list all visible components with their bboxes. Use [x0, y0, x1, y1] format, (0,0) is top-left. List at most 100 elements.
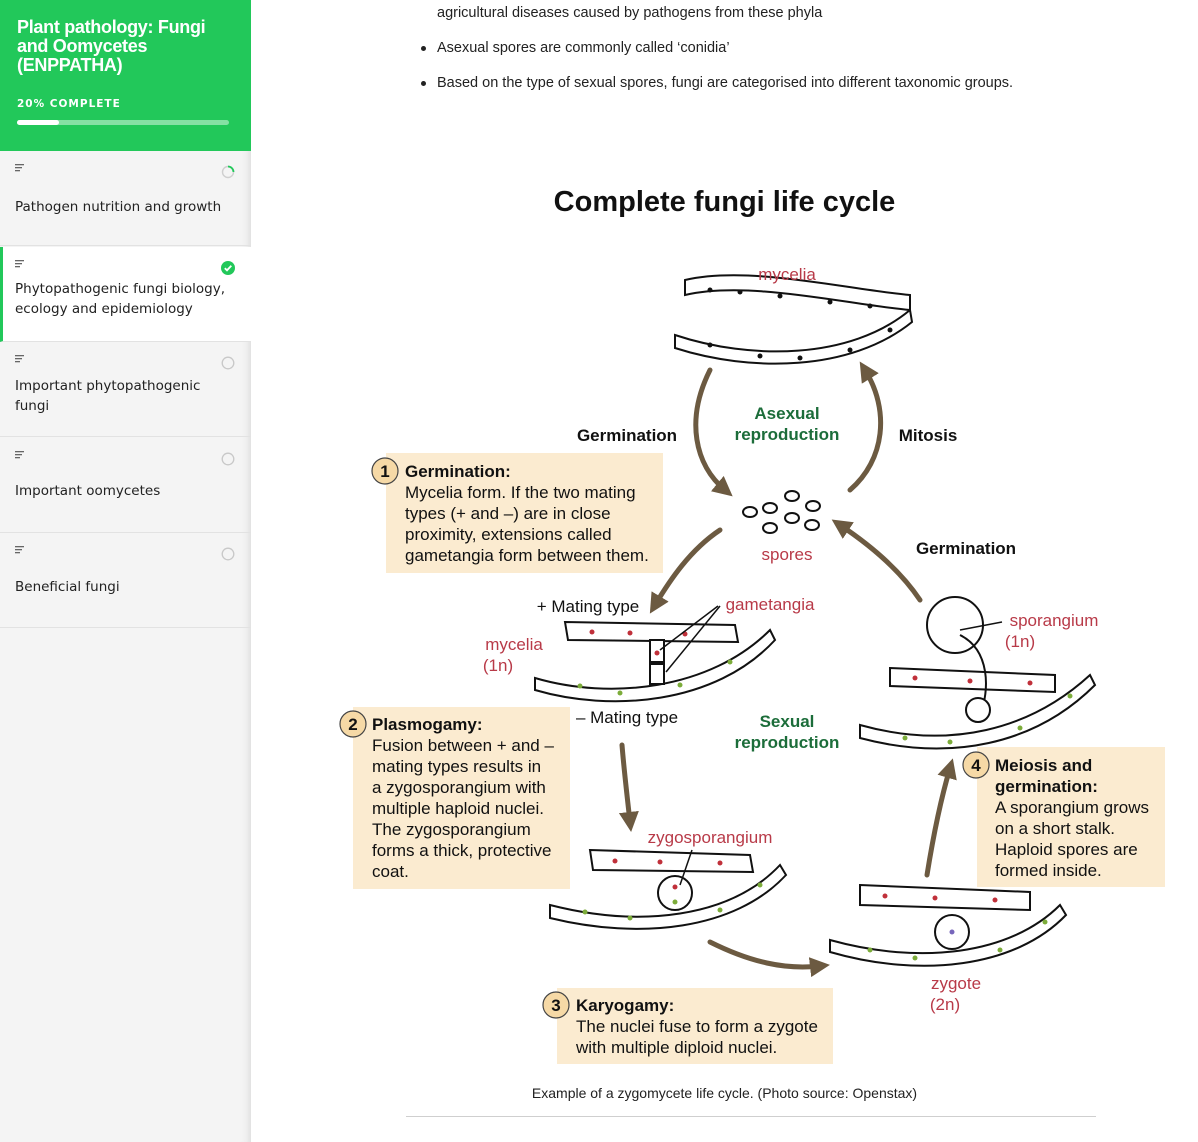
step-text: with multiple diploid nuclei.: [575, 1038, 777, 1057]
label-line: Important oomycetes: [15, 483, 161, 499]
step-1-box: [386, 453, 663, 573]
course-title-line: Plant pathology: Fungi: [17, 17, 206, 37]
mycelia-left-label-line: mycelia: [485, 635, 543, 654]
sidebar-item-label: Important phytopathogenic fungi: [15, 376, 240, 416]
intro-text: agricultural diseases caused by pathogen…: [437, 5, 823, 21]
step-text: Haploid spores are: [995, 840, 1138, 859]
asexual-label-line: reproduction: [735, 425, 840, 444]
progress-bar-fill: [17, 120, 60, 125]
plasmogamy-arrow: [618, 742, 639, 832]
step-text: types (+ and –) are in close: [405, 504, 611, 523]
step-text: multiple haploid nuclei.: [372, 799, 544, 818]
step-number-badge: [962, 751, 990, 779]
step-title: Plasmogamy:: [372, 715, 483, 734]
course-title-line: (ENPPATHA): [17, 55, 123, 75]
bullet-dot: [421, 46, 426, 51]
step-text: formed inside.: [995, 861, 1102, 880]
step-text: coat.: [372, 862, 409, 881]
step-number-badge: [542, 991, 570, 1019]
course-title-line: and Oomycetes: [17, 36, 148, 56]
label-line: ecology and epidemiology: [15, 301, 193, 317]
course-sidebar: Plant pathology: Fungi and Oomycetes (EN…: [0, 0, 251, 1142]
sexual-label-line: Sexual: [760, 712, 815, 731]
zygote-illustration: [829, 883, 1068, 967]
sporangium-label-line: sporangium: [1010, 611, 1099, 630]
asexual-label-line: Asexual: [754, 404, 819, 423]
step-text: The zygosporangium: [372, 820, 531, 839]
germination-right-label: Germination: [916, 539, 1016, 558]
course-title: Plant pathology: Fungi and Oomycetes (EN…: [17, 18, 237, 75]
step-number: 2: [348, 715, 357, 734]
step-text: gametangia form between them.: [405, 546, 649, 565]
step-2-box: [353, 707, 570, 889]
sidebar-item-important-fungi[interactable]: Important phytopathogenic fungi: [0, 342, 251, 437]
course-header: Plant pathology: Fungi and Oomycetes (EN…: [0, 0, 251, 151]
germination-arrow-right: [831, 519, 923, 603]
zygosporangium-illustration: [549, 848, 788, 930]
karyogamy-arrow: [707, 939, 830, 978]
bullet-dot: [421, 81, 426, 86]
lesson-lines-icon: [15, 451, 24, 459]
label-line: Pathogen nutrition and growth: [15, 199, 222, 215]
lesson-lines-icon: [15, 164, 24, 172]
lesson-lines-icon: [15, 260, 24, 268]
step-text: mating types results in: [372, 757, 541, 776]
mycelia-illustration-top: [674, 274, 914, 365]
sidebar-item-label: Beneficial fungi: [15, 577, 240, 597]
progress-bar: [17, 120, 229, 125]
step-3-box: [557, 988, 833, 1064]
germination-arrow-left: [693, 367, 733, 497]
check-circle-icon: [221, 261, 235, 275]
step-number-badge: [339, 710, 367, 738]
step-text: proximity, extensions called: [405, 525, 612, 544]
sidebar-item-label: Important oomycetes: [15, 481, 240, 501]
step-text: A sporangium grows: [995, 798, 1149, 817]
sidebar-item-pathogen-nutrition[interactable]: Pathogen nutrition and growth: [0, 151, 251, 246]
germination-left-label: Germination: [577, 426, 677, 445]
step-text: forms a thick, protective: [372, 841, 552, 860]
sidebar-item-label: Pathogen nutrition and growth: [15, 197, 240, 217]
sidebar-item-beneficial-fungi[interactable]: Beneficial fungi: [0, 533, 251, 628]
lesson-lines-icon: [15, 546, 24, 554]
minus-mating-label: – Mating type: [576, 708, 678, 727]
label-line: Beneficial fungi: [15, 579, 120, 595]
step-number: 3: [551, 996, 560, 1015]
step-text: The nuclei fuse to form a zygote: [576, 1017, 818, 1036]
mycelia-left-label-line: (1n): [483, 656, 513, 675]
zygote-label-line: (2n): [930, 995, 960, 1014]
step-title: germination:: [995, 777, 1098, 796]
step-title: Germination:: [405, 462, 511, 481]
empty-circle-icon: [221, 356, 235, 370]
step-text: Mycelia form. If the two mating: [405, 483, 636, 502]
spores-label: spores: [761, 545, 812, 564]
meiosis-arrow: [924, 758, 957, 878]
sidebar-item-phytopathogenic-biology[interactable]: Phytopathogenic fungi biology, ecology a…: [0, 247, 251, 342]
sporangium-illustration: [859, 596, 1097, 750]
mating-hyphae-illustration: [534, 605, 777, 703]
sidebar-item-label: Phytopathogenic fungi biology, ecology a…: [15, 279, 240, 319]
step-number-badge: [371, 457, 399, 485]
sporangium-label-line: (1n): [1005, 632, 1035, 651]
step-text: Fusion between + and –: [372, 736, 554, 755]
zygote-label-line: zygote: [931, 974, 981, 993]
empty-circle-icon: [221, 547, 235, 561]
mitosis-arrow: [847, 361, 884, 493]
sexual-label-line: reproduction: [735, 733, 840, 752]
gametangia-label: gametangia: [726, 595, 815, 614]
zygosporangium-label: zygosporangium: [648, 828, 773, 847]
spores-illustration: [742, 490, 821, 534]
sidebar-item-important-oomycetes[interactable]: Important oomycetes: [0, 438, 251, 533]
label-line: Important phytopathogenic: [15, 378, 201, 394]
step-text: on a short stalk.: [995, 819, 1115, 838]
step-number: 4: [971, 756, 981, 775]
label-line: Phytopathogenic fungi biology,: [15, 281, 226, 297]
figure-title: Complete fungi life cycle: [553, 186, 896, 218]
label-line: fungi: [15, 398, 50, 414]
life-cycle-diagram: mycelia Asexual reproduction Germination…: [339, 265, 1165, 1064]
step-text: a zygosporangium with: [372, 778, 546, 797]
figure-caption: Example of a zygomycete life cycle. (Pho…: [531, 1085, 918, 1101]
plus-mating-label: + Mating type: [537, 597, 640, 616]
progress-ring-icon: [221, 165, 235, 179]
mycelia-top-label: mycelia: [758, 265, 816, 284]
empty-circle-icon: [221, 452, 235, 466]
